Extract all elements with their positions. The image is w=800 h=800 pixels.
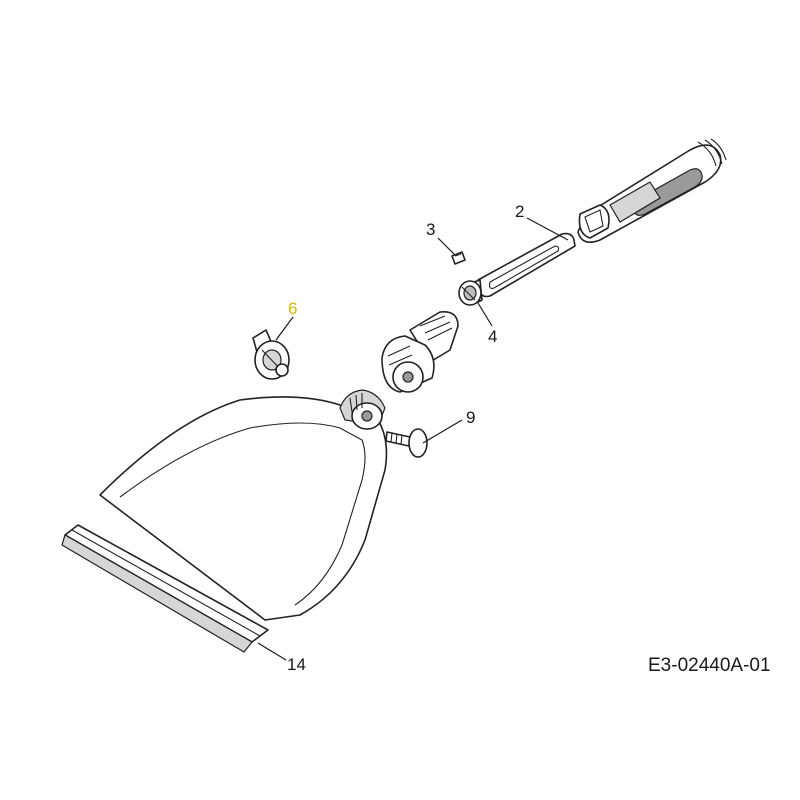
bolt bbox=[385, 428, 428, 458]
callout-2: 2 bbox=[515, 202, 524, 221]
callout-4: 4 bbox=[488, 327, 497, 346]
callout-3: 3 bbox=[426, 220, 435, 239]
callout-9: 9 bbox=[466, 408, 475, 427]
leader-lines bbox=[257, 217, 569, 661]
ring-bushing bbox=[458, 280, 482, 306]
joint-connector bbox=[381, 310, 459, 393]
small-screw bbox=[451, 251, 466, 265]
diagram-code: E3-02440A-01 bbox=[648, 655, 771, 676]
scraper-edge-strip bbox=[61, 524, 269, 653]
shovel-blade bbox=[99, 389, 388, 621]
callout-6: 6 bbox=[288, 299, 297, 318]
callout-14: 14 bbox=[287, 655, 306, 674]
clip-plug bbox=[252, 329, 290, 380]
handle-bar bbox=[473, 232, 576, 304]
handle-grip bbox=[577, 138, 727, 243]
